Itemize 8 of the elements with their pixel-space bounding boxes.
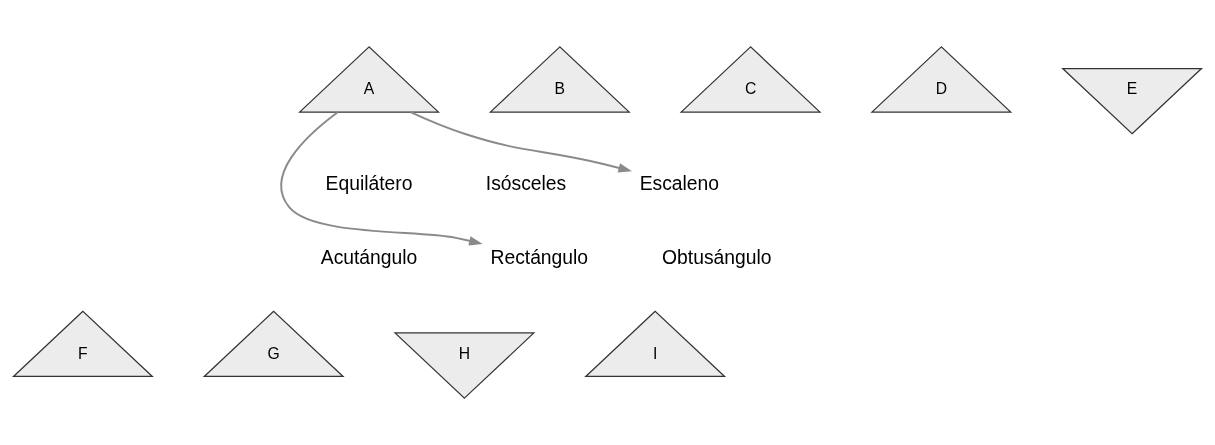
label: Acutángulo (320, 246, 418, 268)
label: Equilátero (325, 173, 413, 195)
label: Isósceles (485, 173, 567, 195)
node-text: Escaleno (639, 173, 720, 195)
arrow (409, 111, 632, 173)
node-text: Rectángulo (490, 246, 589, 268)
label: Obtusángulo (662, 246, 772, 268)
arrow (280, 111, 483, 246)
